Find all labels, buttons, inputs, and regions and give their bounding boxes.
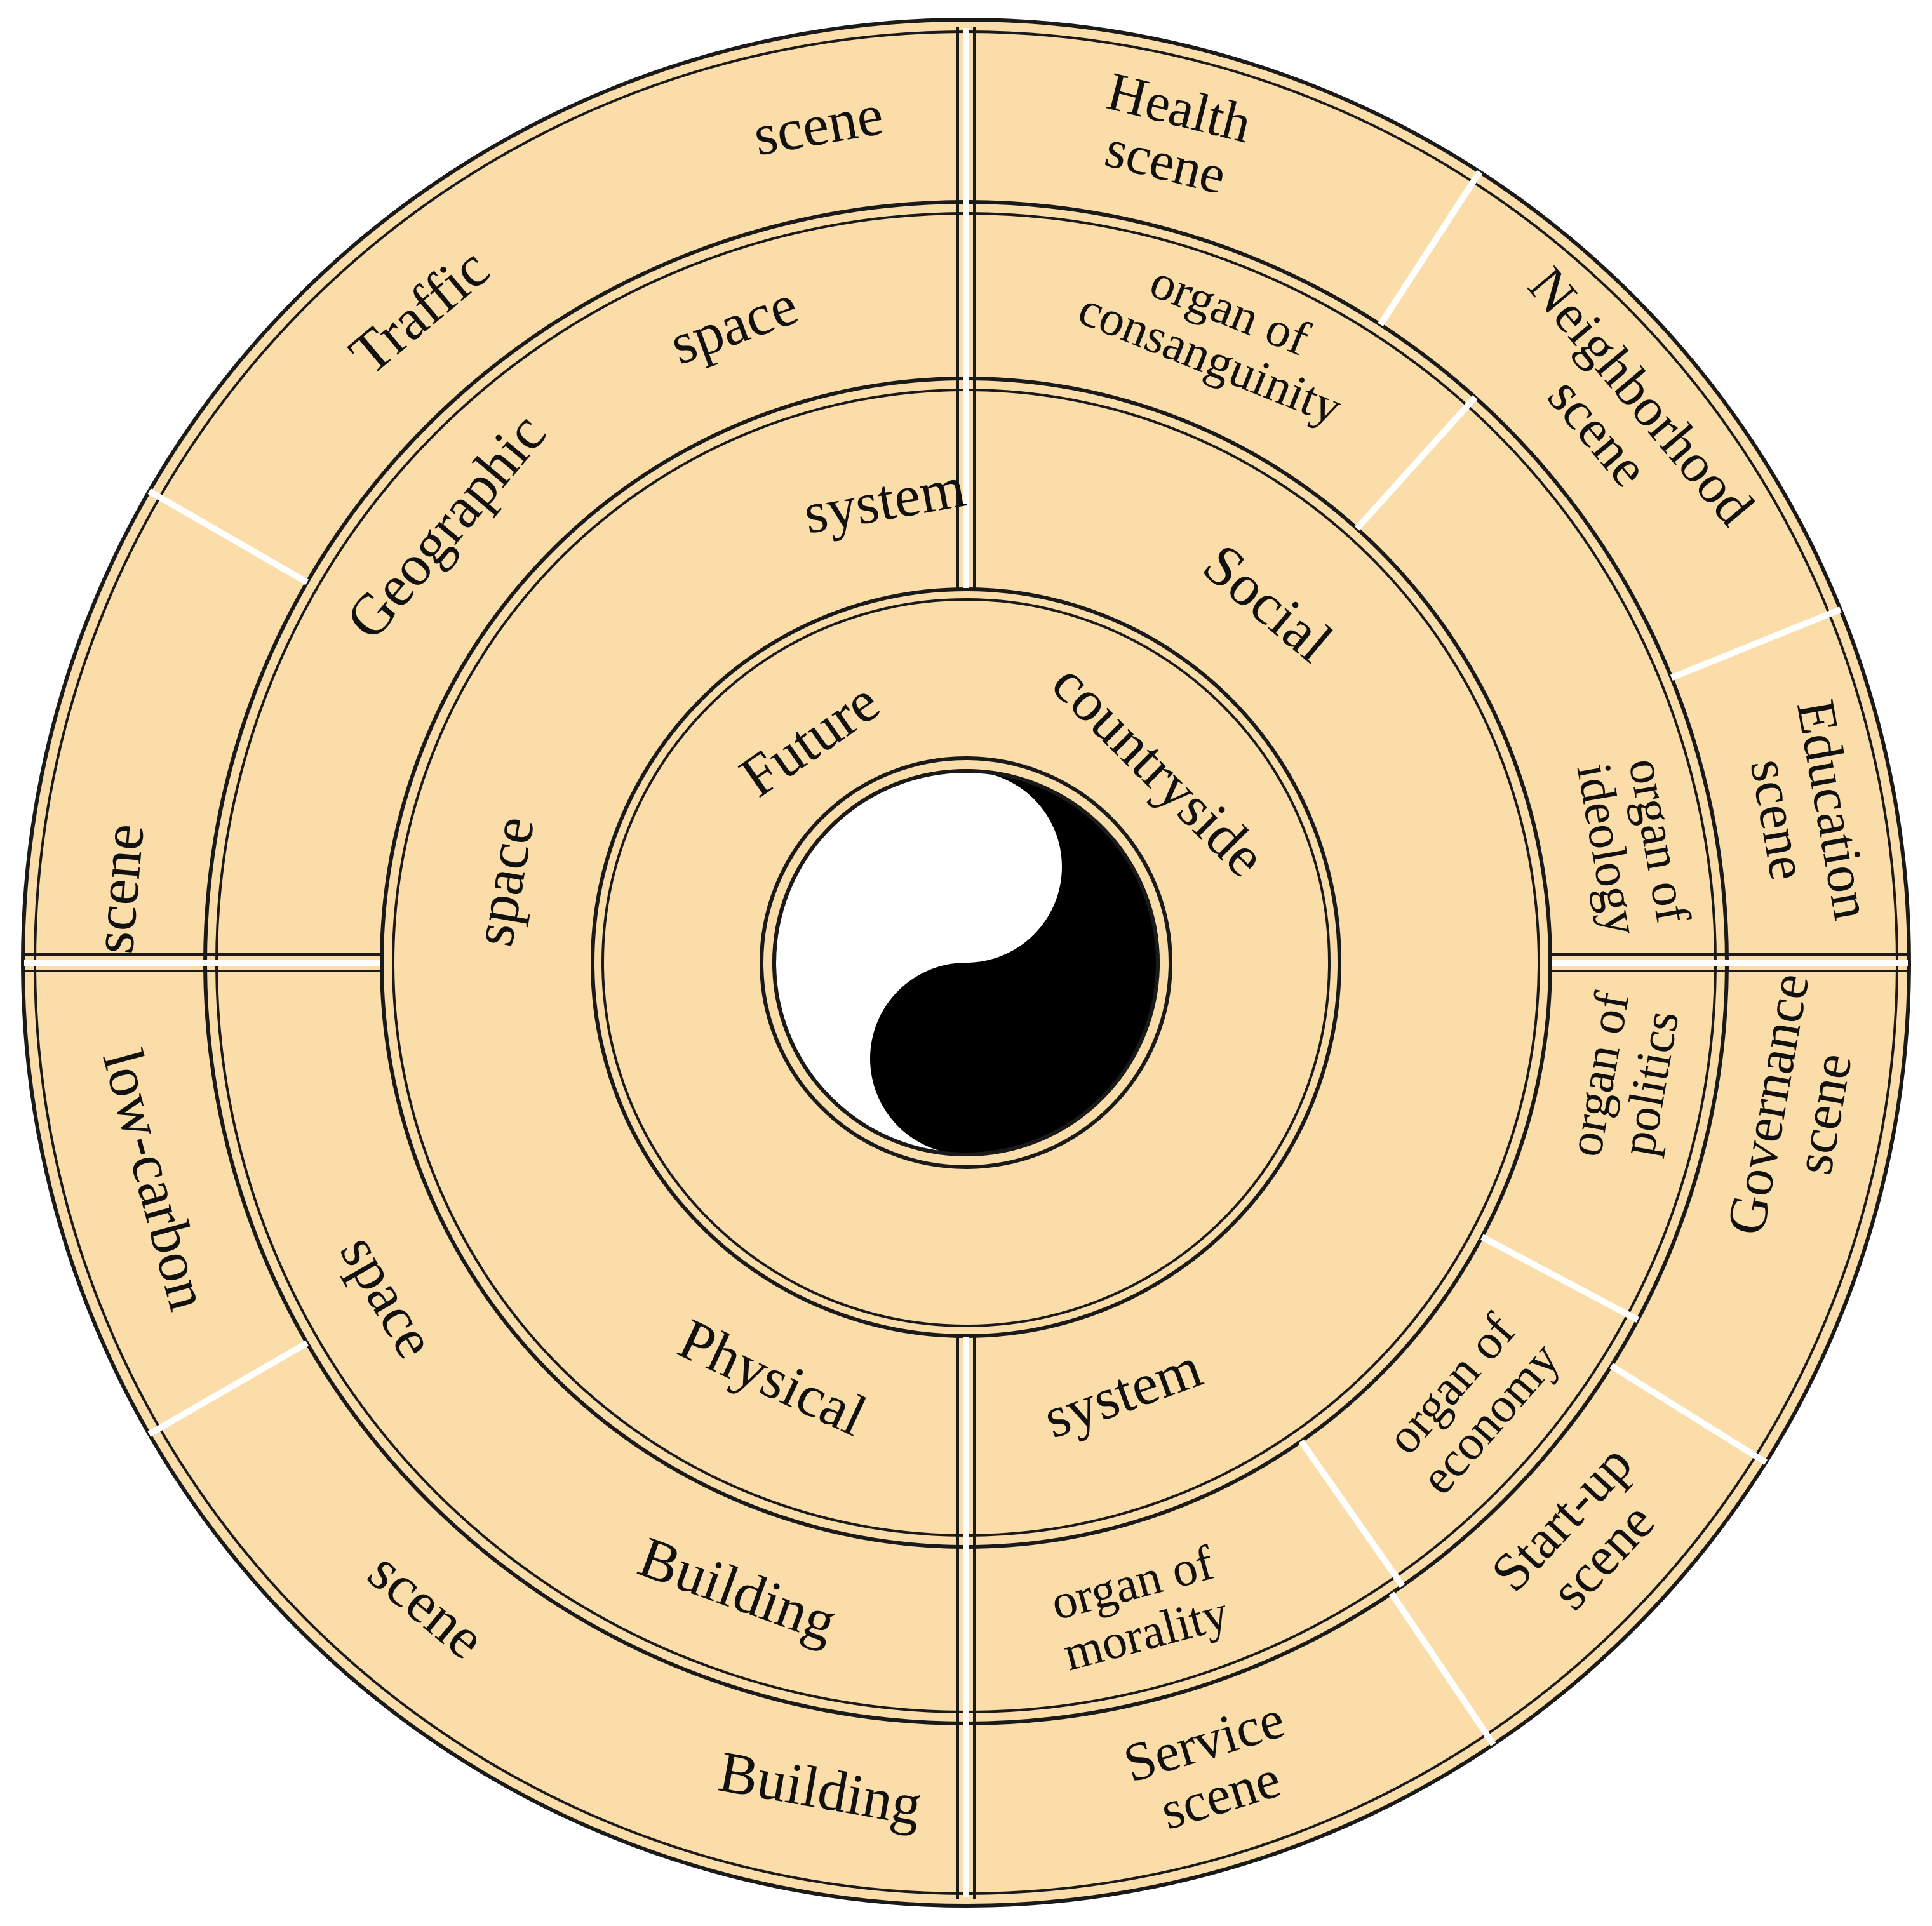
ring-4-word-low-carbon-scene: scene (80, 821, 156, 956)
radial-dividers (147, 170, 1842, 1746)
yin-yang-icon (772, 769, 1160, 1156)
vertical-divider (956, 27, 976, 1899)
horizontal-divider (23, 953, 1909, 972)
